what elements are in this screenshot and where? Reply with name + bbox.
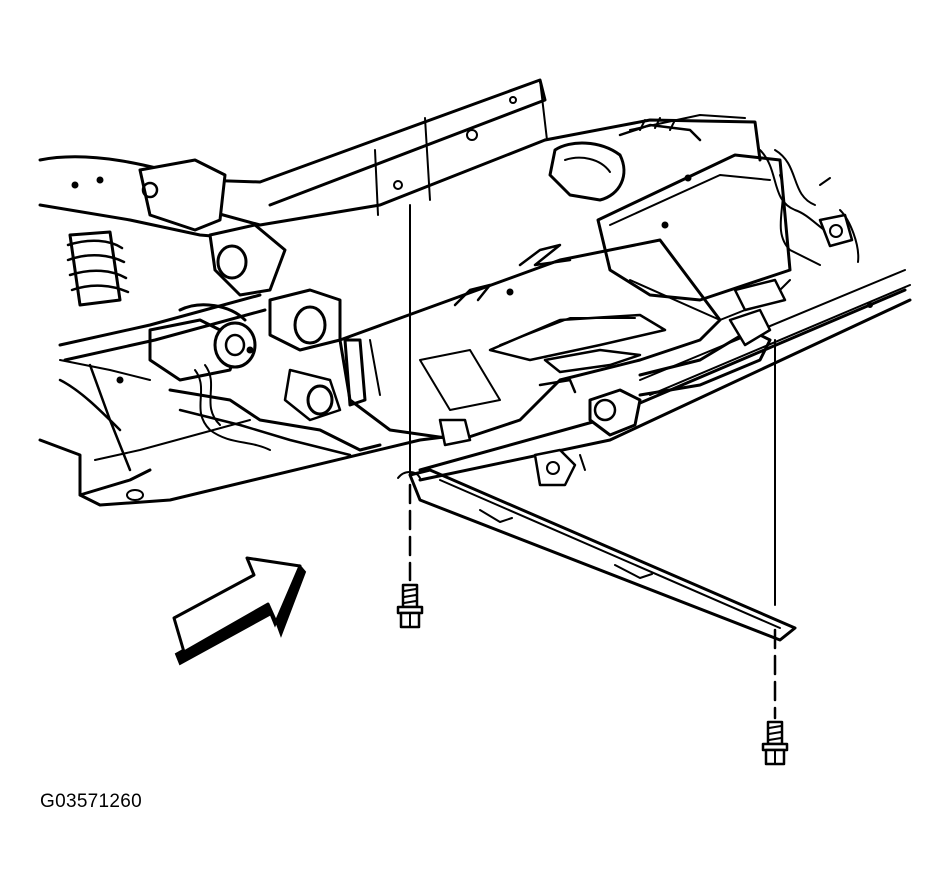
figure-id-label: G03571260 bbox=[40, 791, 143, 812]
bolt-icon bbox=[761, 720, 789, 766]
bolt-right bbox=[761, 339, 789, 766]
transfer-case bbox=[438, 418, 586, 487]
vehicle-frame bbox=[38, 78, 912, 642]
view-direction-arrow-icon bbox=[172, 556, 307, 666]
bolt-center bbox=[396, 204, 424, 629]
rear-frame-bracket bbox=[548, 117, 772, 437]
bolt-icon bbox=[396, 583, 424, 629]
front-suspension bbox=[58, 158, 382, 472]
fuel-tank-shield bbox=[338, 238, 722, 442]
fuel-tank bbox=[596, 149, 860, 321]
